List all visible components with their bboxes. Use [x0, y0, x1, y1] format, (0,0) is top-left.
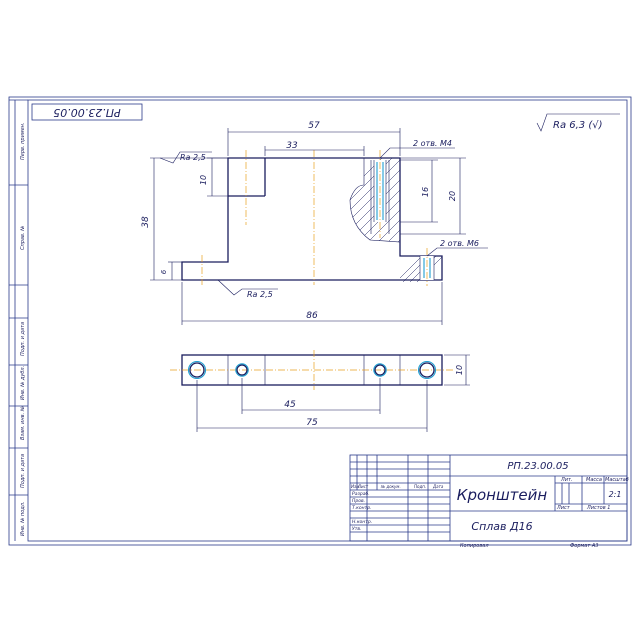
dim-hole-spacing-inner: 45 — [284, 400, 296, 410]
plan-hole-2 — [235, 363, 249, 377]
roughness-mark-top: Ra 2,5 — [180, 153, 206, 162]
plan-dimensions: 10 45 75 — [196, 354, 470, 432]
dim-boss-width: 33 — [286, 141, 298, 151]
roughness-mark-bottom: Ra 2,5 — [247, 290, 273, 299]
part-name: Кронштейн — [457, 486, 548, 504]
plan-hole-3 — [373, 363, 387, 377]
strip-label-6: Подп. и дата — [20, 454, 26, 488]
header-lit: Лит. — [560, 477, 573, 483]
roughness-general-label: Ra 6,3 (√) — [553, 120, 603, 131]
callout-m6: 2 отв. М6 — [440, 239, 479, 248]
copied-label: Копировал — [460, 543, 489, 549]
strip-label-1: Перв. примен. — [20, 122, 26, 160]
material: Сплав Д16 — [471, 520, 532, 533]
frame-border — [27, 99, 628, 542]
sheets-label: Листов 1 — [586, 505, 610, 511]
dim-hole-region: 20 — [448, 191, 457, 201]
row-header-5: Дата — [432, 484, 444, 489]
format-label: Формат А3 — [570, 543, 598, 549]
row-header-3: № докум. — [380, 484, 401, 489]
front-outline — [181, 157, 443, 281]
sheet-border — [8, 96, 632, 546]
sheet-label: Лист — [556, 505, 571, 511]
role-5: Н.контр. — [352, 519, 372, 525]
dim-plan-width: 10 — [455, 365, 464, 375]
row-header-2: Лист — [357, 484, 369, 489]
role-6: Утв. — [352, 526, 361, 532]
strip-label-7: Инв. № подл. — [20, 502, 26, 537]
row-header-4: Подп. — [414, 484, 426, 489]
role-1: Разраб. — [352, 491, 370, 497]
callout-m4: 2 отв. М4 — [413, 139, 452, 148]
corner-code: РП.23.00.05 — [53, 106, 120, 119]
strip-label-2: Справ. № — [20, 226, 26, 250]
designation: РП.23.00.05 — [507, 461, 568, 472]
dim-total-length: 86 — [306, 311, 318, 321]
plan-view — [170, 350, 455, 390]
strip-label-4: Инв. № дубл. — [20, 366, 26, 400]
scale-value: 2:1 — [609, 490, 622, 499]
header-mass: Масса — [586, 477, 602, 483]
row-header-1: Изм. — [351, 484, 360, 489]
strip-label-5: Взам. инв. № — [20, 406, 26, 440]
dim-hole-spacing-outer: 75 — [306, 418, 318, 428]
front-view — [181, 150, 443, 286]
dim-base-thickness: 6 — [160, 269, 168, 274]
plan-hole-1 — [187, 360, 207, 380]
strip-label-3: Подп. и дата — [20, 322, 26, 356]
left-strip: Перв. примен. Справ. № Подп. и дата Инв.… — [9, 99, 28, 541]
front-dimensions: 57 33 10 38 6 86 16 20 — [141, 121, 488, 325]
header-scale: Масштаб — [605, 477, 629, 483]
dim-step-height: 10 — [199, 175, 208, 185]
dim-hole-depth: 16 — [421, 187, 430, 197]
corner-code-box: РП.23.00.05 — [31, 103, 143, 121]
plan-hole-4 — [417, 360, 437, 380]
role-3: Т.контр. — [352, 505, 372, 511]
dim-total-height: 38 — [141, 216, 151, 228]
title-block: РП.23.00.05 Кронштейн Сплав Д16 Лит. Мас… — [349, 454, 629, 549]
general-roughness: Ra 6,3 (√) — [536, 113, 620, 132]
role-2: Пров. — [352, 498, 365, 504]
dim-top-width: 57 — [308, 121, 320, 131]
